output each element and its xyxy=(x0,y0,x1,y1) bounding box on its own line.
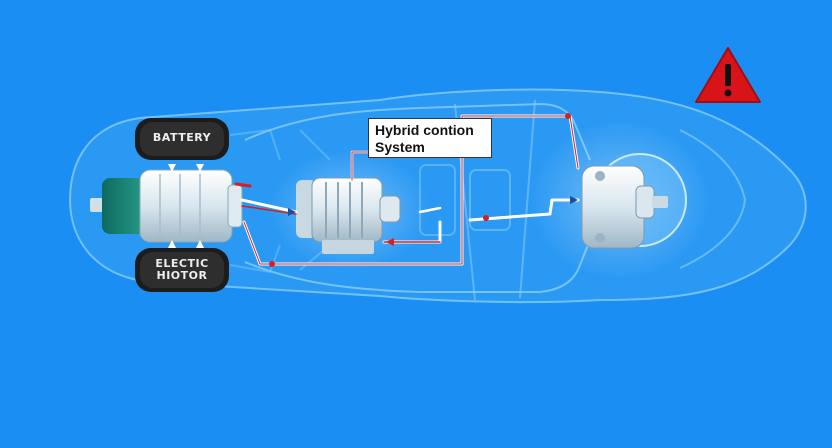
hybrid-motor-generator xyxy=(296,177,401,254)
electric-motor-unit xyxy=(90,164,243,248)
electric-motor-label: ELECTIC HIOTOR xyxy=(140,258,224,282)
rear-drive-unit xyxy=(581,153,687,249)
callout-line2: System xyxy=(375,139,425,155)
motor-tire xyxy=(135,248,229,292)
electric-motor-label-line2: HIOTOR xyxy=(156,269,208,282)
battery-label: BATTERY xyxy=(152,131,212,144)
hybrid-system-callout: Hybrid contion System xyxy=(368,118,492,158)
wiring xyxy=(234,113,580,267)
warning-icon xyxy=(695,47,761,103)
callout-line1: Hybrid contion xyxy=(375,122,474,138)
battery-tire xyxy=(135,118,229,160)
electric-motor-label-line1: ELECTIC xyxy=(155,257,209,270)
